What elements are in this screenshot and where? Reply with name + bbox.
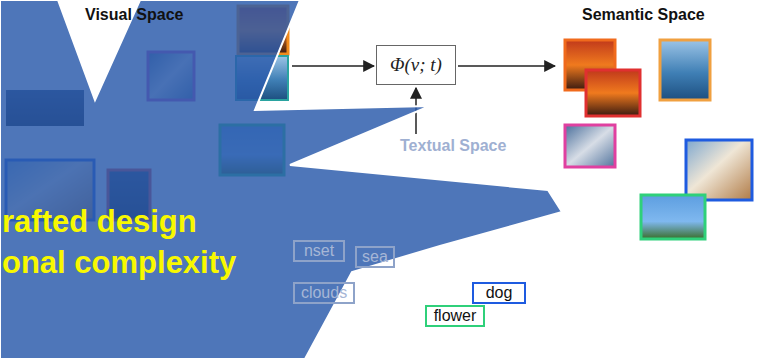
space-label: Visual Space <box>85 6 183 24</box>
space-label: Textual Space <box>400 137 506 155</box>
starburst-shape <box>0 0 562 359</box>
flow-arrow <box>458 65 555 67</box>
photo-thumb <box>586 70 640 116</box>
flow-arrow <box>292 65 374 67</box>
photo-thumb <box>565 125 615 167</box>
function-box: Φ(v; t) <box>376 45 456 85</box>
node-text: nset <box>304 242 334 260</box>
photo-thumb <box>641 195 705 239</box>
node-text: sea <box>362 248 388 266</box>
node-text: Φ(v; t) <box>390 54 442 76</box>
overlay-caption: onal complexity <box>2 245 236 281</box>
word-box: nset <box>293 240 345 262</box>
photo-thumb <box>660 40 710 100</box>
node-text: flower <box>434 307 477 325</box>
word-box: flower <box>425 305 485 327</box>
space-label: Semantic Space <box>582 6 705 24</box>
node-text: dog <box>486 284 513 302</box>
overlay-caption: rafted design <box>2 204 197 240</box>
word-box: sea <box>355 246 395 268</box>
word-box: clouds <box>293 282 355 304</box>
photo-thumb <box>686 140 752 200</box>
word-box: dog <box>472 282 526 304</box>
node-text: clouds <box>301 284 347 302</box>
